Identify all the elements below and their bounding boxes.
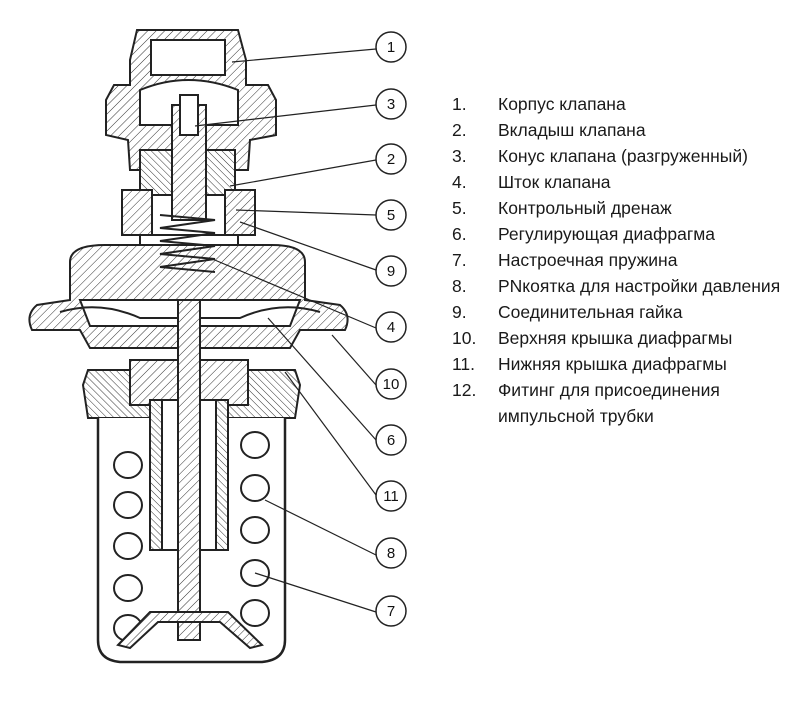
callout-marker: 9: [375, 255, 407, 287]
legend-number: 1.: [452, 94, 467, 114]
legend-text: Шток клапана: [498, 172, 611, 192]
legend-number: 2.: [452, 120, 467, 140]
legend-item: 4. Шток клапана: [452, 169, 797, 195]
callout-marker: 10: [375, 368, 407, 400]
svg-text:10: 10: [383, 376, 400, 393]
svg-text:8: 8: [387, 545, 395, 562]
legend-item: 3. Конус клапана (разгруженный): [452, 143, 797, 169]
valve-stem: [149, 299, 229, 641]
callout-marker: 3: [375, 88, 407, 120]
callout-marker: 7: [375, 595, 407, 627]
legend-text: Контрольный дренаж: [498, 198, 672, 218]
legend-text: Соединительная гайка: [498, 302, 683, 322]
callout-marker: 5: [375, 199, 407, 231]
legend-item: 7. Настроечная пружина: [452, 247, 797, 273]
svg-text:1: 1: [387, 39, 395, 56]
legend-text: Вкладыш клапана: [498, 120, 646, 140]
spring-seat: [116, 611, 264, 650]
valve-insert: [139, 94, 236, 221]
svg-text:9: 9: [387, 263, 395, 280]
spring-upper: [159, 214, 216, 273]
legend-number: 5.: [452, 198, 467, 218]
legend-item: 9. Соединительная гайка: [452, 299, 797, 325]
legend-number: 3.: [452, 146, 467, 166]
valve-cross-section-drawing: 1 3 2 5 9 4 10 6 11 8 7: [28, 29, 407, 664]
legend-text: Корпус клапана: [498, 94, 626, 114]
legend-text: PNкоятка для настройки давления: [498, 276, 781, 296]
svg-text:5: 5: [387, 207, 395, 224]
callout-marker: 1: [375, 31, 407, 63]
parts-legend: 1. Корпус клапана 2. Вкладыш клапана 3. Кон…: [452, 91, 797, 429]
svg-text:7: 7: [387, 603, 395, 620]
legend-item: 5. Контрольный дренаж: [452, 195, 797, 221]
legend-text: Фитинг для присоединения импульсной труб…: [498, 380, 720, 426]
leader-lines: [194, 48, 377, 613]
callout-marker: 2: [375, 143, 407, 175]
legend-item: 8. PNкоятка для настройки давления: [452, 273, 797, 299]
legend-item: 1. Корпус клапана: [452, 91, 797, 117]
legend-text: Конус клапана (разгруженный): [498, 146, 748, 166]
svg-text:4: 4: [387, 319, 395, 336]
legend-number: 12.: [452, 380, 477, 400]
legend-number: 10.: [452, 328, 477, 348]
legend-text: Регулирующая диафрагма: [498, 224, 715, 244]
callout-marker: 4: [375, 311, 407, 343]
setting-spring: [113, 431, 270, 642]
svg-text:3: 3: [387, 96, 395, 113]
legend-number: 8.: [452, 276, 467, 296]
legend-number: 7.: [452, 250, 467, 270]
legend-text: Нижняя крышка диафрагмы: [498, 354, 727, 374]
legend-item: 12. Фитинг для присоединения импульсной т…: [452, 377, 797, 429]
legend-number: 9.: [452, 302, 467, 322]
coupling-nut: [121, 189, 256, 248]
svg-text:2: 2: [387, 151, 395, 168]
legend-number: 6.: [452, 224, 467, 244]
legend-item: 11. Нижняя крышка диафрагмы: [452, 351, 797, 377]
callout-marker: 8: [375, 537, 407, 569]
legend-item: 2. Вкладыш клапана: [452, 117, 797, 143]
legend-number: 11.: [452, 354, 476, 374]
svg-text:6: 6: [387, 432, 395, 449]
legend-text: Верхняя крышка диафрагмы: [498, 328, 733, 348]
legend-text: Настроечная пружина: [498, 250, 678, 270]
svg-text:11: 11: [383, 488, 399, 505]
callout-marker: 6: [375, 424, 407, 456]
legend-item: 6. Регулирующая диафрагма: [452, 221, 797, 247]
callout-marker: 11: [375, 480, 407, 512]
legend-item: 10. Верхняя крышка диафрагмы: [452, 325, 797, 351]
upper-diaphragm-cover: [28, 244, 349, 349]
legend-number: 4.: [452, 172, 467, 192]
callout-markers: 1 3 2 5 9 4 10 6 11 8 7: [375, 31, 407, 627]
